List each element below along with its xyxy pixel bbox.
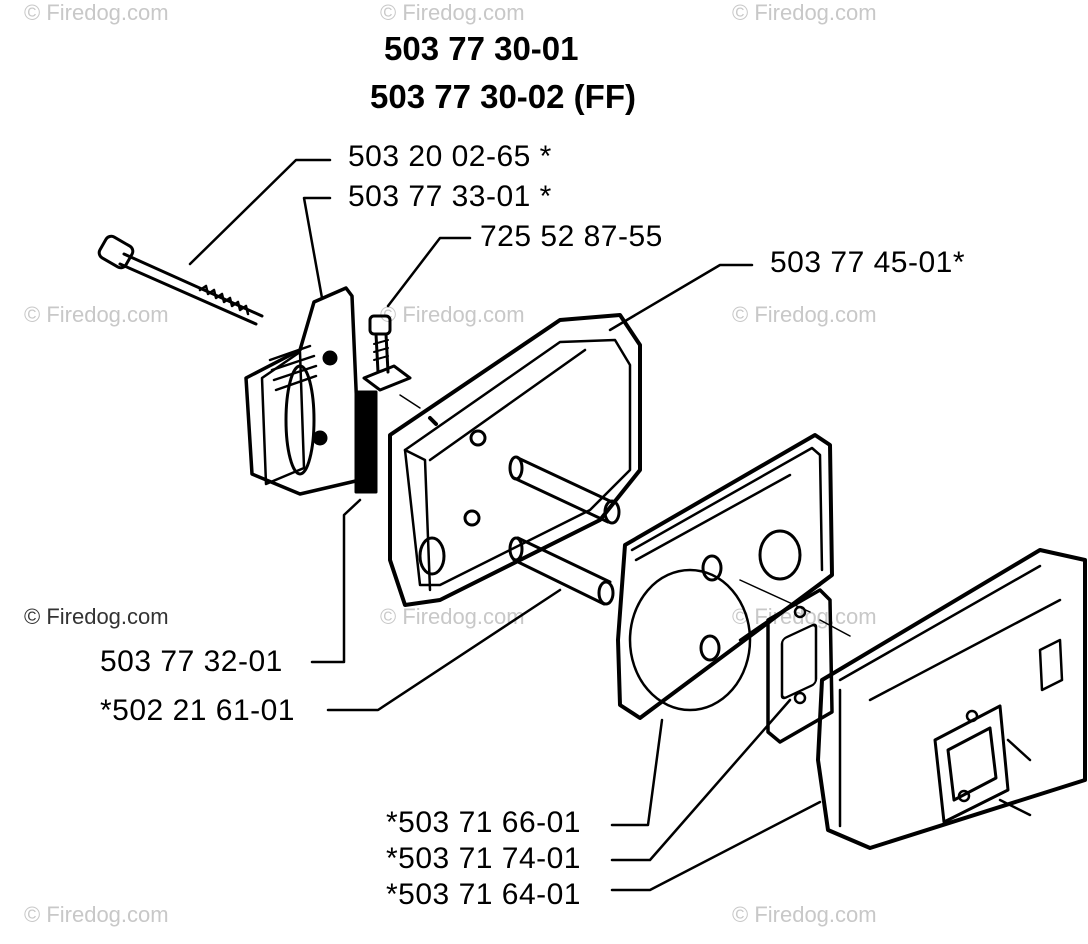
part-label: *503 71 66-01 [386,806,581,839]
watermark: © Firedog.com [732,902,877,927]
leader-line [326,588,562,712]
spacer-tubes [508,455,621,606]
part-label: 503 77 45-01* [770,246,965,279]
muffler-body [816,548,1087,850]
watermark: © Firedog.com [380,0,525,25]
watermark: © Firedog.com [732,0,877,25]
heat-shield-plate [616,433,834,720]
part-label: *502 21 61-01 [100,694,295,727]
assembly-number-primary: 503 77 30-01 [384,30,579,67]
small-screw [362,314,412,392]
part-label: *503 71 64-01 [386,878,581,911]
muffler-cover [388,313,642,607]
part-label: 725 52 87-55 [480,220,663,253]
leader-line [610,698,792,862]
watermark: © Firedog.com [732,302,877,327]
part-label: 503 77 32-01 [100,645,283,678]
spring-strip [354,390,378,494]
assembly-number-ff: 503 77 30-02 (FF) [370,78,636,115]
watermark: © Firedog.com [24,902,169,927]
part-label: *503 71 74-01 [386,842,581,875]
watermark: © Firedog.com [380,302,525,327]
leader-lines [188,158,822,892]
leader-line [608,263,754,332]
part-label: 503 20 02-65 * [348,140,552,173]
spark-screen-plate [244,286,362,496]
leader-line [610,800,822,892]
leader-line [610,718,664,827]
watermark: © Firedog.com [24,604,169,629]
part-label: 503 77 33-01 * [348,180,552,213]
leader-line [302,196,332,300]
leader-line [310,498,362,664]
gasket [766,588,834,744]
watermark: © Firedog.com [24,302,169,327]
leader-line [188,158,332,266]
alignment-lines [399,394,851,637]
watermark: © Firedog.com [380,604,525,629]
watermark: © Firedog.com [24,0,169,25]
long-screw [97,234,264,326]
leader-line [386,236,472,308]
